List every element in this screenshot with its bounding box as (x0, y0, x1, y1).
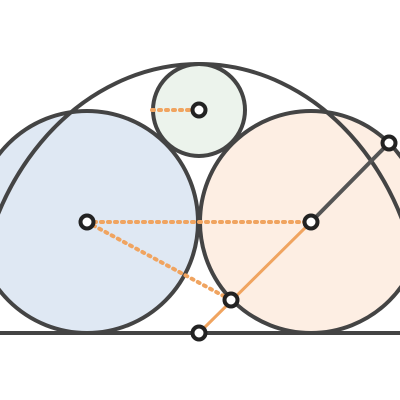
outer-arc-point (380, 134, 398, 152)
outer-semicircle-arc (0, 62, 400, 220)
right-circle-center-point (302, 213, 320, 231)
top-circle-center-point (190, 101, 208, 119)
right-center-to-base-line (197, 220, 313, 335)
left-circle-center-point (78, 213, 96, 231)
left-center-to-tangent-line (85, 220, 233, 302)
right-radius-segment (309, 141, 391, 224)
tangent-point (222, 291, 240, 309)
dotted-construction-lines (85, 108, 313, 302)
base-point (190, 324, 208, 342)
points (78, 101, 398, 342)
